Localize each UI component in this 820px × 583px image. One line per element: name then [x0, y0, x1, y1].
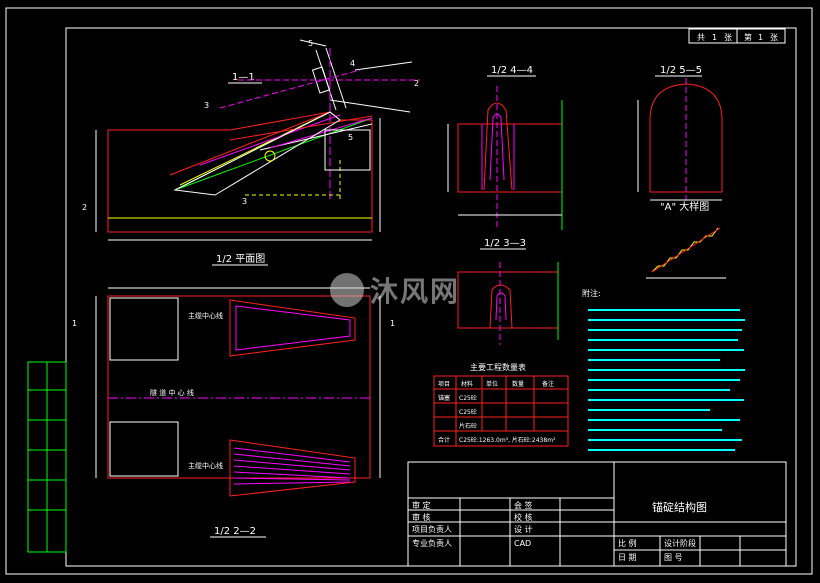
watermark-text: 沐风网 [370, 275, 461, 308]
qt-header-1: 材料 [461, 380, 473, 388]
watermark-logo-icon [330, 273, 364, 307]
tb-phase-label: 设计阶段 [664, 538, 696, 548]
qt-row-2-material: 片石砼 [459, 422, 477, 430]
section-mark-1-left: 1 [72, 319, 77, 328]
sheet-counter: 共 1 张 第 1 张 [688, 28, 786, 44]
qt-header-0: 项目 [438, 381, 450, 388]
tb-row-1-mid: 校 核 [514, 512, 533, 522]
qt-row-0-item: 锚塞 [438, 394, 450, 402]
tb-drawing-no-label: 图 号 [664, 553, 683, 562]
view-title-5-5: 1/2 5—5 [660, 65, 702, 76]
qt-header-3: 数量 [512, 380, 524, 388]
plan-centerline-label: 隧 道 中 心 线 [150, 388, 194, 397]
qt-header-4: 备注 [542, 380, 554, 388]
view-title-1-1: 1—1 [232, 72, 255, 83]
tb-row-2-label: 项目负责人 [412, 524, 452, 534]
drawing-title: 锚碇结构图 [652, 500, 707, 514]
section-mark-5-bottom: 5 [348, 133, 353, 142]
revision-strip [27, 361, 67, 553]
view-half-5-5: 1/2 5—5 [637, 65, 723, 205]
plan-cable-centerline-bottom: 主缆中心线 [188, 461, 223, 470]
section-mark-5-top: 5 [308, 39, 313, 48]
notes-block: 附注: [582, 288, 745, 451]
section-mark-4-top: 4 [350, 59, 355, 68]
sheet-total-label: 共 [697, 33, 705, 42]
sheet-total-unit: 张 [724, 33, 732, 42]
qt-row-0-material: C25砼 [459, 394, 477, 402]
quantity-table-title: 主要工程数量表 [470, 362, 526, 372]
tb-date-label: 日 期 [618, 553, 637, 562]
view-title-2-2: 1/2 2—2 [214, 526, 256, 537]
watermark: 沐风网 [330, 270, 460, 310]
qt-header-2: 单位 [486, 380, 498, 388]
sheet-total-value: 1 [712, 33, 717, 42]
view-section-1-1: 1—1 2 5 4 3 3 2 5 [82, 39, 420, 241]
tb-row-0-mid: 会 签 [514, 500, 533, 510]
view-half-4-4: 1/2 4—4 [447, 65, 563, 230]
tb-row-2-mid: 设 计 [514, 524, 533, 534]
view-title-plan: 1/2 平面图 [216, 253, 265, 265]
section-mark-2-left: 2 [82, 203, 87, 212]
section-mark-2-right: 2 [414, 79, 419, 88]
tb-row-0-label: 审 定 [412, 500, 431, 510]
section-mark-3-bottom: 3 [242, 197, 247, 206]
notes-title: 附注: [582, 288, 601, 298]
tb-row-3-label: 专业负责人 [412, 538, 452, 548]
tb-scale-label: 比 例 [618, 538, 637, 548]
sheet-index-value: 1 [758, 33, 763, 42]
qt-footer-value: C25砼:1263.0m³, 片石砼:2438m³ [459, 436, 556, 444]
section-mark-1-right: 1 [390, 319, 395, 328]
view-title-4-4: 1/2 4—4 [491, 65, 533, 76]
view-title-detail-a: "A" 大样图 [660, 200, 709, 213]
view-title-3-3: 1/2 3—3 [484, 238, 526, 249]
plan-cable-centerline-top: 主缆中心线 [188, 311, 223, 320]
sheet-index-unit: 张 [770, 33, 778, 42]
qt-row-1-material: C25砼 [459, 408, 477, 416]
section-mark-3-left: 3 [204, 101, 209, 110]
view-half-3-3: 1/2 3—3 [457, 238, 559, 345]
view-half-plan: 1/2 平面图 隧 道 中 心 线 主缆中心线 主缆中心线 1 1 1/2 2—… [72, 253, 395, 538]
qt-footer-label: 合计 [438, 436, 450, 444]
title-block: 锚碇结构图 审 定 审 核 项目负责人 专业负责人 会 签 校 核 设 计 CA… [407, 461, 787, 567]
outer-frame [5, 7, 813, 575]
tb-row-3-mid: CAD [514, 539, 531, 548]
quantity-table: 主要工程数量表 项目 材料 单位 数量 备注 锚塞 C25砼 C25砼 片石砼 … [433, 362, 569, 447]
sheet-index-label: 第 [744, 32, 752, 42]
tb-row-1-label: 审 核 [412, 512, 431, 522]
view-detail-a: "A" 大样图 [646, 200, 726, 279]
